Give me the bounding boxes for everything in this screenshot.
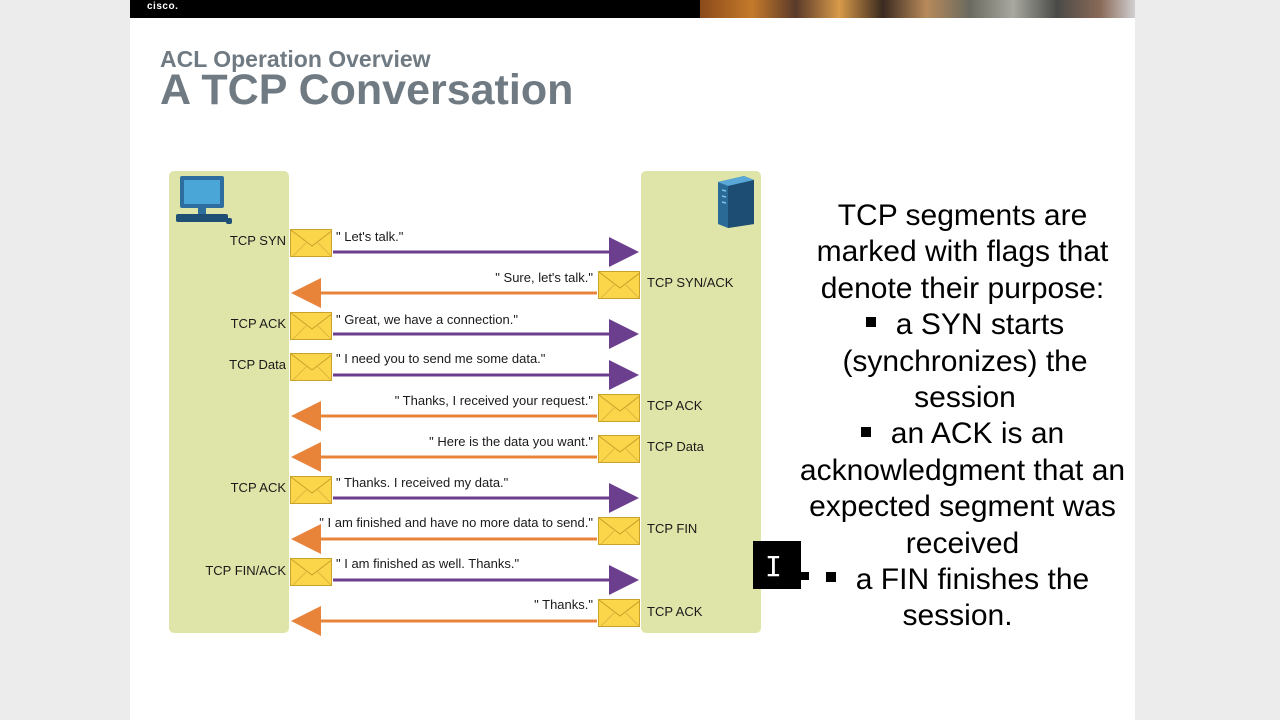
flag-label: TCP FIN xyxy=(647,521,698,536)
envelope-icon xyxy=(598,599,640,627)
envelope-icon xyxy=(598,394,640,422)
flag-label: TCP SYN/ACK xyxy=(647,275,734,290)
text-cursor-icon: I xyxy=(753,541,801,589)
message-text: " Let's talk." xyxy=(336,229,404,244)
envelope-icon xyxy=(290,353,332,381)
computer-icon xyxy=(176,176,232,224)
flag-label: TCP ACK xyxy=(230,480,286,495)
bullet-syn: a SYN starts (synchronizes) the session xyxy=(842,308,1088,415)
message-text: " Thanks." xyxy=(534,597,593,612)
bullet-marker xyxy=(865,317,876,328)
message-text: " I am finished and have no more data to… xyxy=(319,515,593,530)
envelope-icon xyxy=(290,229,332,257)
bullet-fin: a FIN finishes the session. xyxy=(775,562,1150,635)
flag-label: TCP Data xyxy=(229,357,286,372)
slide-subtitle: ACL Operation Overview xyxy=(160,46,431,72)
message-text: " I am finished as well. Thanks." xyxy=(336,556,520,571)
envelope-icon xyxy=(598,517,640,545)
bullet-ack: an ACK is an acknowledgment that an expe… xyxy=(799,417,1126,560)
flag-label: TCP ACK xyxy=(230,316,286,331)
flag-label: TCP ACK xyxy=(647,604,703,619)
top-banner: cisco. xyxy=(130,0,1135,18)
intro-text: TCP segments are marked with flags that … xyxy=(816,199,1109,305)
cisco-logo: cisco. xyxy=(147,1,179,12)
banner-photo-strip xyxy=(700,0,1135,18)
slide-title: A TCP Conversation xyxy=(160,66,574,114)
bullet-marker xyxy=(860,426,871,437)
flag-label: TCP FIN/ACK xyxy=(205,563,286,578)
cursor-tail xyxy=(801,572,809,580)
explanation-text: TCP segments are marked with flags that … xyxy=(775,198,1150,635)
envelope-icon xyxy=(290,312,332,340)
flag-label: TCP Data xyxy=(647,439,704,454)
message-text: " I need you to send me some data." xyxy=(336,351,546,366)
flag-label: TCP ACK xyxy=(647,398,703,413)
envelope-icon xyxy=(598,435,640,463)
envelope-icon xyxy=(290,558,332,586)
envelope-icon xyxy=(290,476,332,504)
message-text: " Here is the data you want." xyxy=(429,434,593,449)
server-lane xyxy=(641,171,761,633)
envelope-icon xyxy=(598,271,640,299)
message-text: " Thanks, I received your request." xyxy=(394,393,593,408)
bullet-marker xyxy=(825,572,836,583)
server-icon xyxy=(718,176,754,228)
message-text: " Sure, let's talk." xyxy=(495,270,593,285)
message-text: " Thanks. I received my data." xyxy=(336,475,509,490)
client-lane xyxy=(169,171,289,633)
flag-label: TCP SYN xyxy=(229,233,286,248)
message-text: " Great, we have a connection." xyxy=(336,312,518,327)
